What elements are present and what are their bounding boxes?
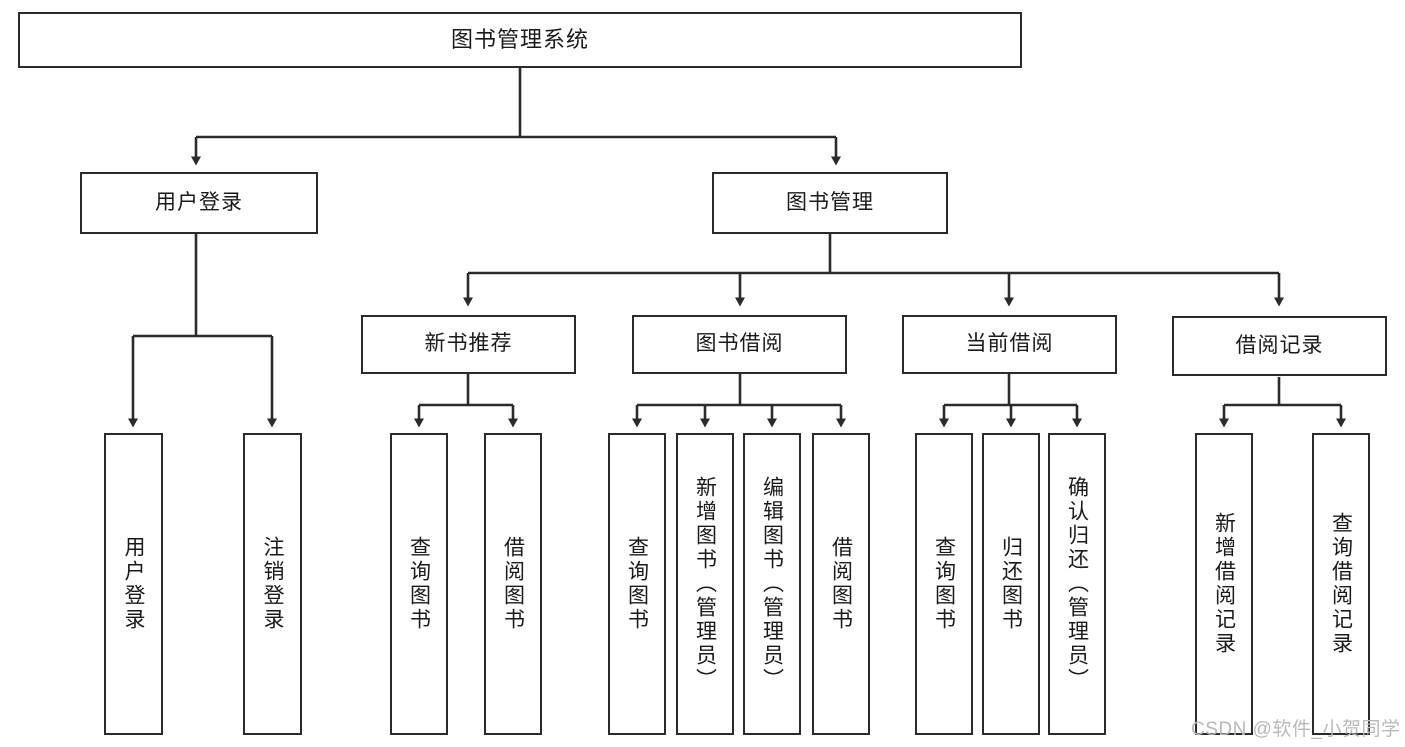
node-label: 查询图书	[407, 536, 431, 632]
node-label: 借阅图书	[829, 536, 853, 632]
node-user-login[interactable]: 用户登录	[80, 172, 318, 234]
node-borrow-record[interactable]: 借阅记录	[1172, 316, 1387, 376]
node-label: 借阅记录	[1235, 333, 1324, 357]
leaf-current-confirm-return[interactable]: 确认归还（管理员）	[1048, 433, 1106, 735]
node-label: 借阅图书	[501, 536, 525, 632]
leaf-borrow-add-book[interactable]: 新增图书（管理员）	[676, 433, 734, 735]
node-label: 用户登录	[155, 190, 243, 214]
node-label: 确认归还（管理员）	[1065, 476, 1089, 692]
leaf-user-login-logout[interactable]: 注销登录	[243, 433, 302, 735]
node-label: 图书管理	[786, 190, 874, 214]
node-label: 用户登录	[122, 536, 145, 632]
leaf-borrow-borrow-book[interactable]: 借阅图书	[812, 433, 870, 735]
leaf-recommend-query-book[interactable]: 查询图书	[390, 433, 448, 735]
node-book-management[interactable]: 图书管理	[712, 172, 948, 234]
node-label: 注销登录	[261, 536, 284, 632]
node-label: 新书推荐	[424, 332, 513, 356]
node-current-borrow[interactable]: 当前借阅	[902, 315, 1117, 374]
node-label: 查询借阅记录	[1329, 512, 1353, 656]
leaf-recommend-borrow-book[interactable]: 借阅图书	[484, 433, 542, 735]
leaf-record-add-record[interactable]: 新增借阅记录	[1195, 433, 1253, 735]
leaf-borrow-edit-book[interactable]: 编辑图书（管理员）	[743, 433, 801, 735]
csdn-watermark: CSDN @软件_小贺同学	[1191, 719, 1401, 740]
leaf-borrow-query-book[interactable]: 查询图书	[608, 433, 666, 735]
node-label: 查询图书	[932, 536, 956, 632]
node-label: 图书借阅	[695, 332, 784, 356]
node-label: 新增图书（管理员）	[693, 476, 717, 692]
leaf-user-login-login[interactable]: 用户登录	[104, 433, 163, 735]
node-label: 图书管理系统	[450, 27, 589, 53]
node-label: 编辑图书（管理员）	[760, 476, 784, 692]
node-root-system[interactable]: 图书管理系统	[18, 12, 1022, 68]
node-label: 新增借阅记录	[1212, 512, 1236, 656]
node-book-borrow[interactable]: 图书借阅	[632, 315, 847, 374]
node-label: 当前借阅	[965, 332, 1054, 356]
node-new-book-recommend[interactable]: 新书推荐	[361, 315, 576, 374]
leaf-current-query-book[interactable]: 查询图书	[915, 433, 973, 735]
leaf-current-return-book[interactable]: 归还图书	[982, 433, 1040, 735]
node-label: 查询图书	[625, 536, 649, 632]
leaf-record-query-record[interactable]: 查询借阅记录	[1312, 433, 1370, 735]
node-label: 归还图书	[999, 536, 1023, 632]
